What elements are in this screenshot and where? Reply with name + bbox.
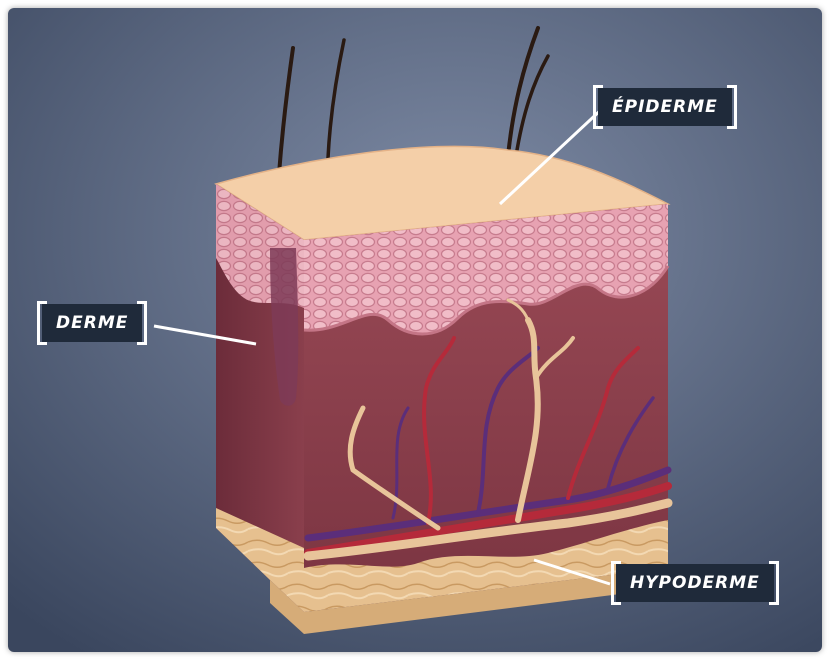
hypoderme-label-text: HYPODERME bbox=[630, 573, 760, 593]
epiderme-label: ÉPIDERME bbox=[598, 88, 732, 126]
hypoderme-leader-line bbox=[534, 560, 610, 584]
epiderme-label-text: ÉPIDERME bbox=[612, 97, 718, 117]
skin-diagram: ÉPIDERME DERME HYPODERME bbox=[8, 8, 822, 652]
epiderme-leader-line bbox=[500, 108, 603, 204]
hypoderme-label: HYPODERME bbox=[616, 564, 774, 602]
derme-leader-line bbox=[154, 326, 256, 344]
derme-label: DERME bbox=[42, 304, 142, 342]
derme-label-text: DERME bbox=[56, 313, 128, 333]
